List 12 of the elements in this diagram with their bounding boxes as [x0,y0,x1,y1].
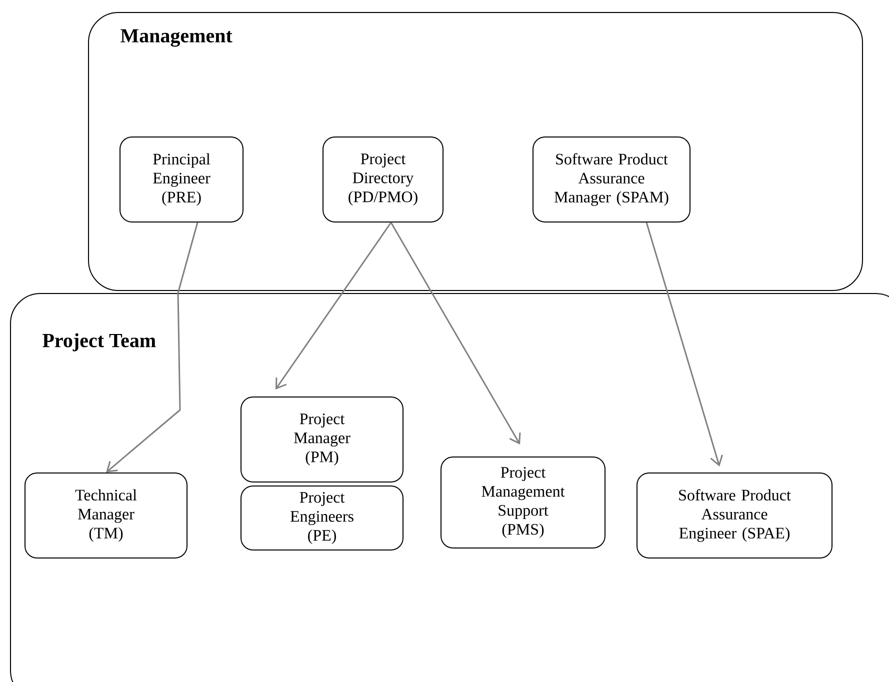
role-box: Project Management Support (PMS) [440,456,606,548]
arrow [390,222,521,444]
role-box: Project Directory (PD/PMO) [322,136,444,222]
role-box: Software Product Assurance Manager (SPAM) [532,136,690,222]
arrow [646,222,723,466]
role-box: Project Manager (PM) [240,396,404,482]
role-box: Principal Engineer (PRE) [120,136,244,222]
role-box: Technical Manager (TM) [24,472,188,558]
role-box: Project Engineers (PE) [240,486,404,550]
arrow [106,222,198,472]
role-box: Software Product Assurance Engineer (SPAE) [636,472,832,558]
arrow [276,222,392,390]
